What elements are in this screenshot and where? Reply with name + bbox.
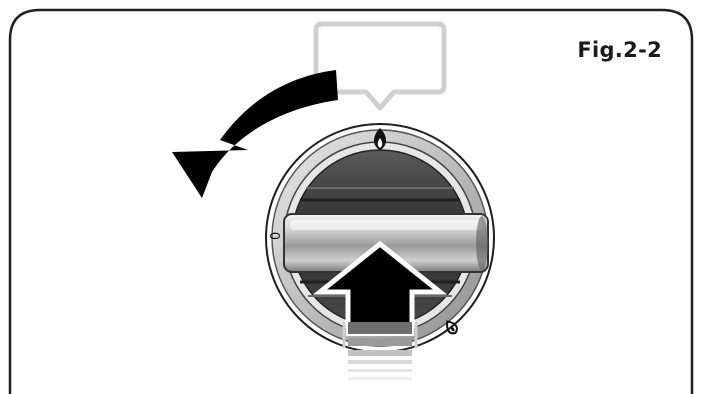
- rotate-counterclockwise-arrow-icon: [172, 70, 338, 198]
- flame-icon: [374, 128, 386, 150]
- small-flame-icon: [446, 320, 458, 335]
- speech-bubble: [313, 21, 447, 111]
- off-position-mark: 0: [269, 232, 284, 240]
- figure-label: Fig.2-2: [577, 38, 662, 62]
- arrow-motion-trail: [342, 322, 418, 380]
- figure-frame: [8, 8, 694, 394]
